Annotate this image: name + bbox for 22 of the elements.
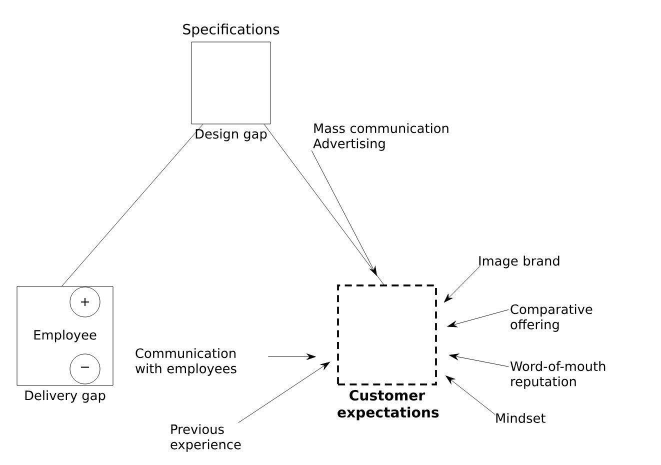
node-label: Delivery gap [25,390,106,403]
node-label: Specifications [183,24,280,38]
arrow [311,150,377,276]
arrow [268,354,316,360]
arrow [449,354,509,367]
arrow [444,266,480,303]
text-label: Mindset [496,413,546,423]
arrow [447,309,509,328]
arrow [446,376,496,415]
node-label: Customer expectations [338,390,439,420]
text-label: Communication with employees [136,348,236,376]
text-label: Previous experience [170,424,241,452]
specification-box: Specifications Design gap [183,24,280,142]
text-label: Comparative offering [510,304,592,332]
text-label: Word-of-mouth reputation [510,361,606,389]
text-label: Image brand [479,256,560,268]
text-label: Mass communication Advertising [313,123,448,151]
node-label: Design gap [196,128,267,142]
arrow [238,362,330,423]
dashed-box: Customer expectations [337,284,439,420]
connector-line [264,124,384,285]
connector-line [62,124,204,286]
